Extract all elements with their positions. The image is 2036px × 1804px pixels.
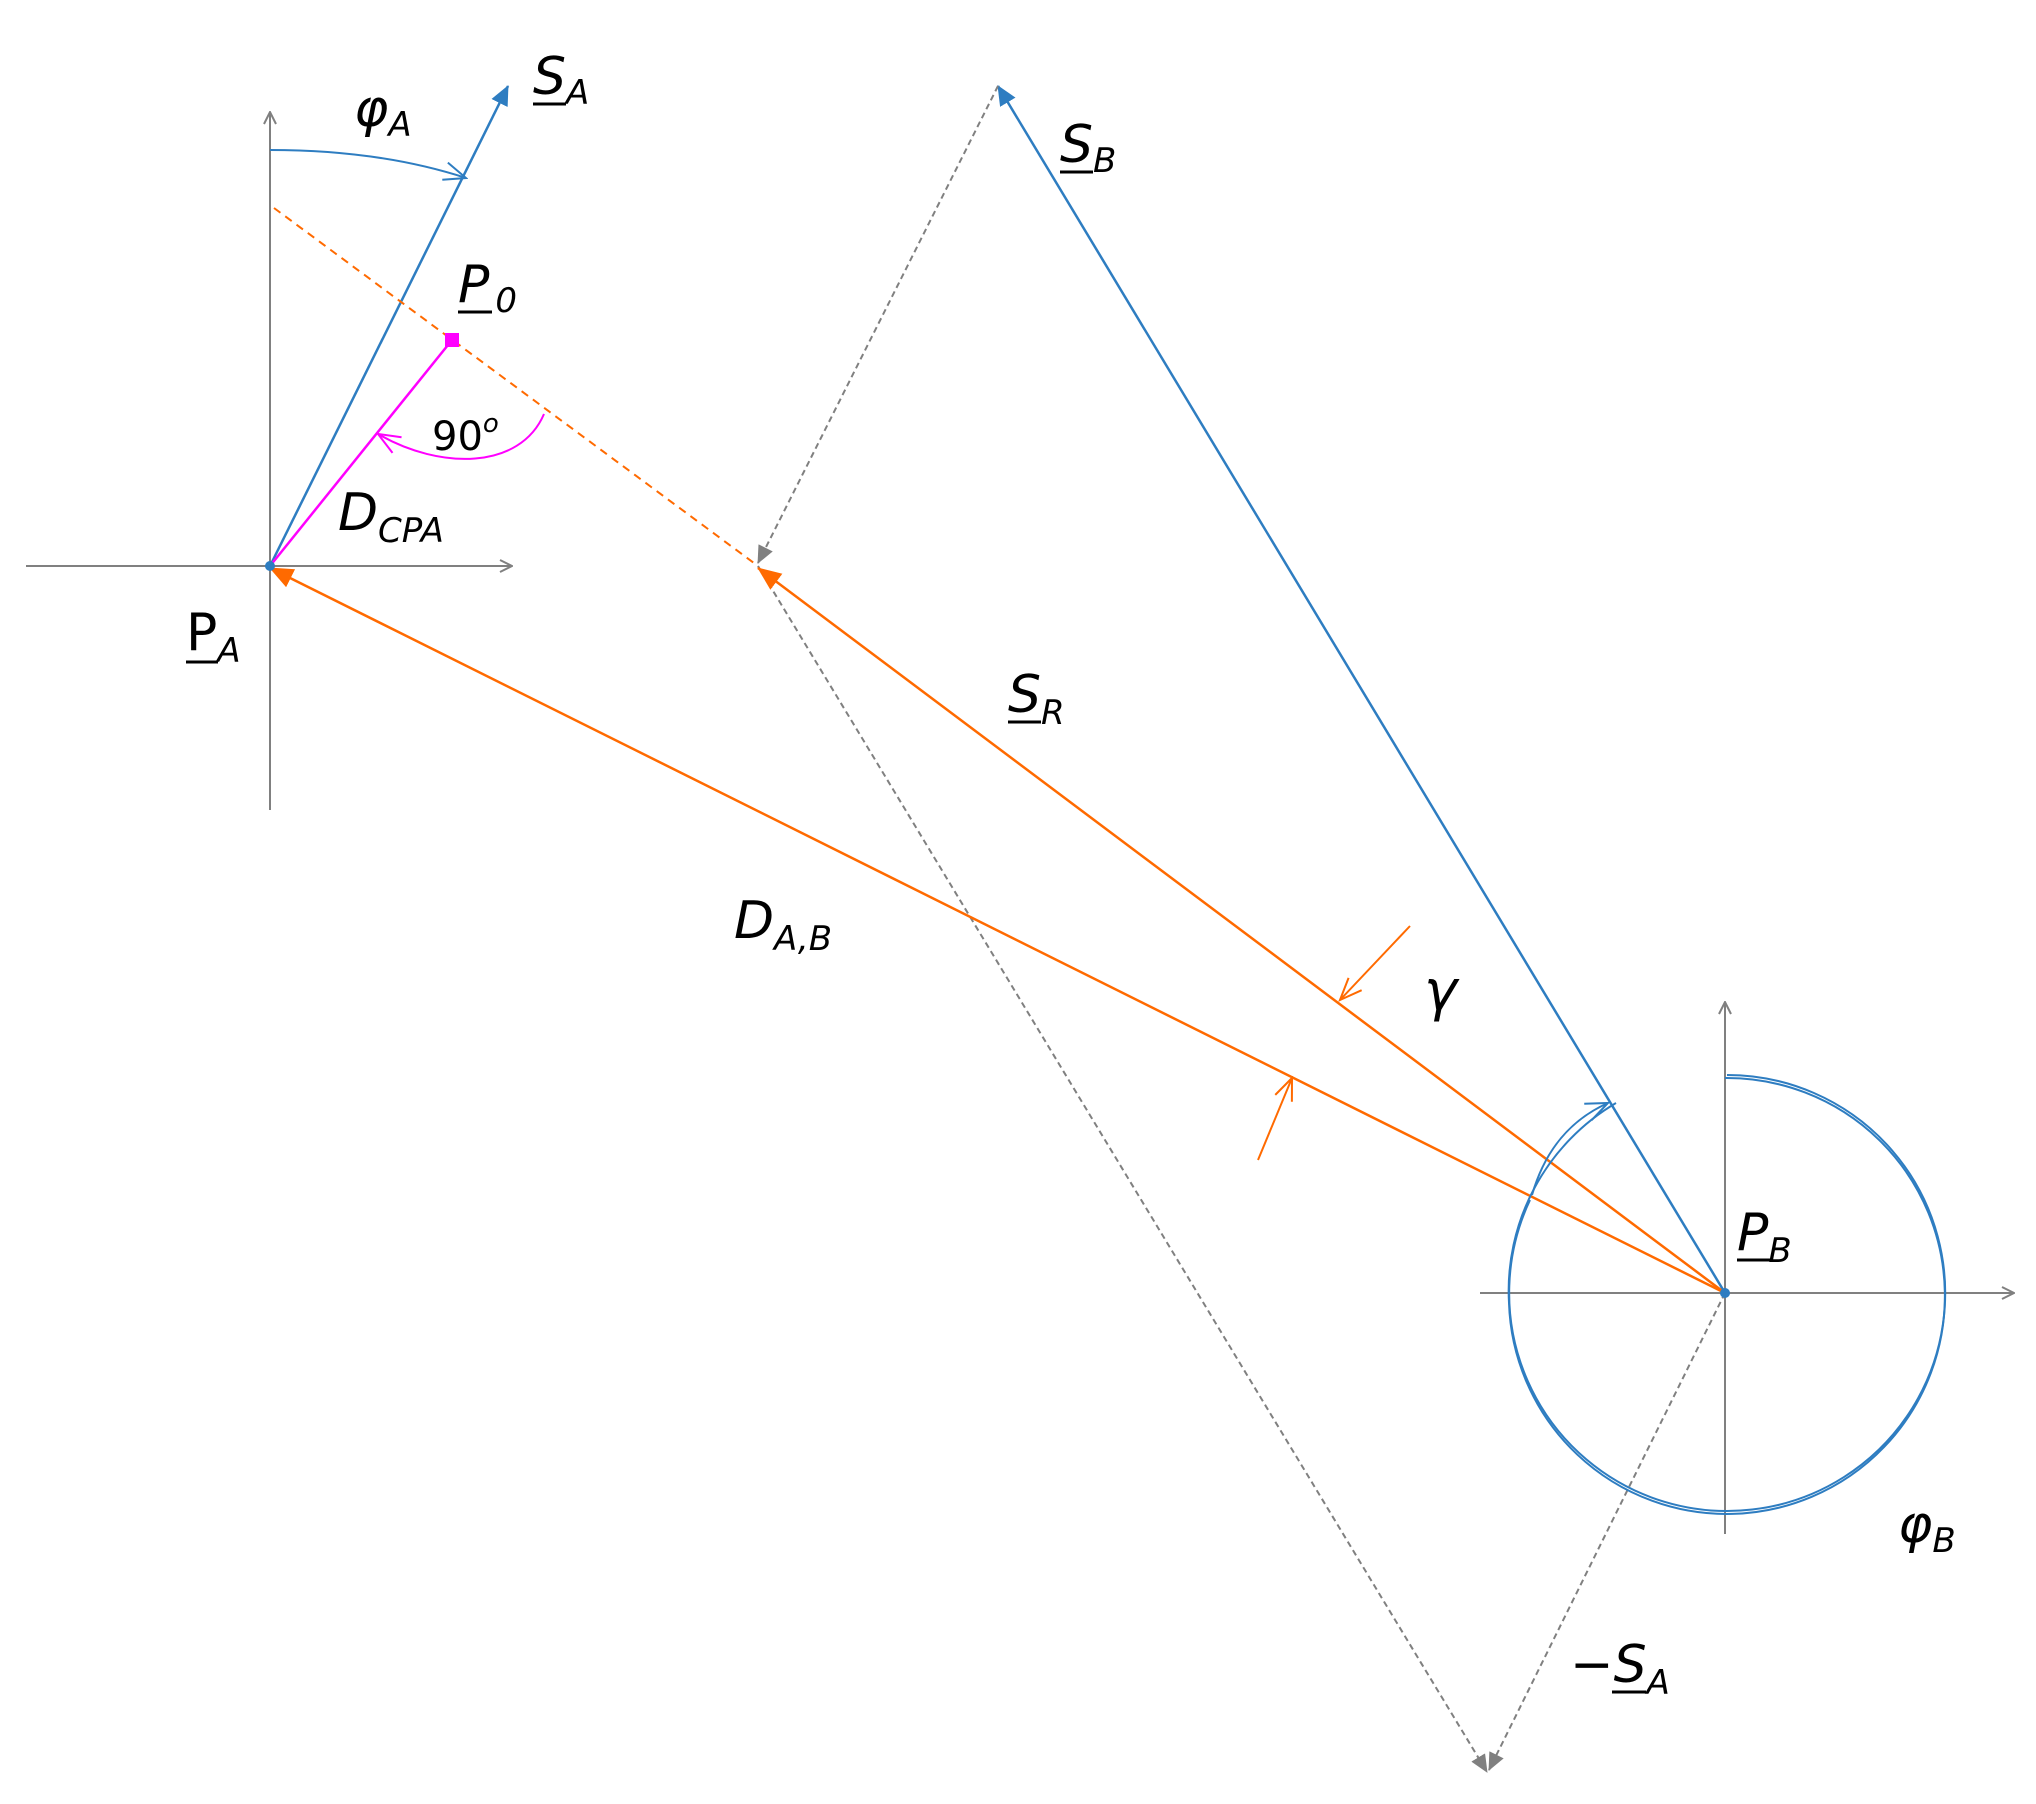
label-90-main: 90 <box>432 414 483 460</box>
point-p-0-marker <box>445 333 459 347</box>
label-p-a-main: P <box>186 603 217 663</box>
label-phi-a-main: φ <box>354 79 388 139</box>
label-s-a-main: S <box>533 47 566 107</box>
label-90-degrees: 90o <box>432 409 499 460</box>
label-phi-b-main: φ <box>1898 1495 1932 1555</box>
label-p-b: PB <box>1737 1203 1792 1271</box>
svg-text:SA: SA <box>533 47 589 113</box>
label-phi-b-sub: B <box>1932 1521 1955 1561</box>
svg-text:SB: SB <box>1060 115 1116 181</box>
svg-text:DA,B: DA,B <box>734 891 832 959</box>
angle-arc-phi-b-end <box>1508 1074 1947 1512</box>
label-p-b-sub: B <box>1768 1231 1791 1271</box>
angle-arc-phi-a <box>269 149 466 178</box>
label-neg-s-a: −SA <box>1570 1635 1670 1703</box>
label-d-ab: DA,B <box>734 891 832 959</box>
vector-s-r <box>757 566 1726 1295</box>
svg-text:φB: φB <box>1898 1495 1956 1561</box>
label-p-a: PA <box>186 603 241 671</box>
svg-text:SR: SR <box>1008 665 1065 733</box>
label-p-0-sub: 0 <box>495 281 517 321</box>
svg-text:P0: P0 <box>458 255 517 321</box>
label-90-sup: o <box>483 409 499 439</box>
svg-text:φA: φA <box>354 79 412 145</box>
label-p-b-main: P <box>1737 1203 1769 1263</box>
label-gamma-main: γ <box>1424 959 1460 1024</box>
label-s-b-main: S <box>1060 115 1093 175</box>
label-neg-s-a-prefix: − <box>1570 1635 1614 1695</box>
svg-text:PB: PB <box>1737 1203 1792 1271</box>
label-p-a-sub: A <box>215 631 240 671</box>
axes-b <box>1480 1002 2014 1534</box>
label-s-b-sub: B <box>1093 141 1116 181</box>
svg-text:DCPA: DCPA <box>338 483 444 551</box>
label-d-cpa-sub: CPA <box>378 511 444 551</box>
vector-d-ab <box>269 566 1726 1295</box>
label-p-0-main: P <box>458 255 490 315</box>
label-gamma: γ <box>1424 959 1460 1024</box>
axes-a <box>26 112 512 810</box>
helper-dashed-top <box>757 85 999 564</box>
label-d-ab-sub: A,B <box>772 919 832 959</box>
label-d-ab-main: D <box>734 891 774 951</box>
gamma-arrow-bottom <box>1257 1078 1292 1161</box>
angle-arc-phi-b-head <box>1531 1103 1608 1196</box>
vector-s-b <box>996 85 1727 1294</box>
svg-text:−SA: −SA <box>1570 1635 1670 1703</box>
label-s-b: SB <box>1060 115 1116 181</box>
gamma-arrow-top <box>1340 925 1411 1000</box>
svg-text:PA: PA <box>186 603 241 671</box>
label-s-a-sub: A <box>564 73 589 113</box>
point-p-a <box>265 561 275 571</box>
label-s-a: SA <box>533 47 589 113</box>
point-p-b <box>1720 1288 1730 1298</box>
svg-text:90o: 90o <box>432 409 499 460</box>
vector-s-a <box>268 85 510 567</box>
label-s-r: SR <box>1008 665 1065 733</box>
label-neg-s-a-main: S <box>1614 1635 1647 1695</box>
helper-dashed-long <box>757 565 1488 1773</box>
angle-arc-90 <box>378 413 545 460</box>
vector-neg-s-a <box>1488 1292 1726 1771</box>
label-neg-s-a-sub: A <box>1645 1663 1670 1703</box>
label-phi-a: φA <box>354 79 412 145</box>
label-phi-a-sub: A <box>386 105 411 145</box>
label-s-r-sub: R <box>1041 693 1065 733</box>
label-phi-b: φB <box>1898 1495 1956 1561</box>
label-s-r-main: S <box>1008 665 1041 725</box>
label-d-cpa: DCPA <box>338 483 444 551</box>
vector-d-cpa <box>269 339 453 567</box>
relative-track-extension <box>273 207 759 567</box>
label-d-cpa-main: D <box>338 483 378 543</box>
